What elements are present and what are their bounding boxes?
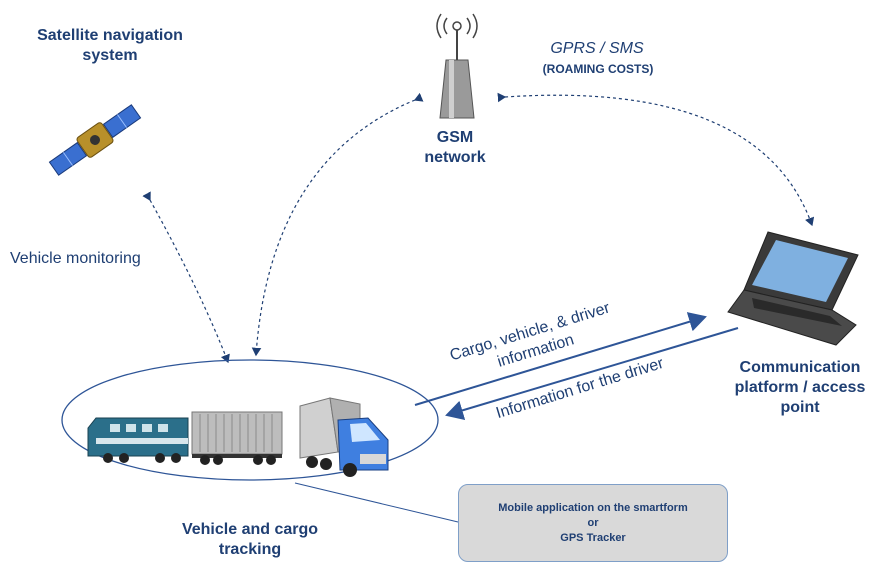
- laptop-icon: [727, 231, 859, 346]
- platform-label-line1: Communication: [739, 359, 861, 376]
- satellite-icon: [48, 104, 142, 176]
- satellite-label-line1: Satellite navigation: [37, 27, 183, 44]
- antenna-icon: [436, 13, 478, 119]
- link-gsm-laptop: [497, 92, 815, 227]
- gsm-label-line2: network: [424, 149, 486, 166]
- platform-label: Communication platform / access point: [715, 358, 885, 418]
- callout-line3: GPS Tracker: [560, 531, 626, 544]
- tracking-label-line2: tracking: [218, 541, 282, 558]
- satellite-label: Satellite navigation system: [10, 26, 210, 66]
- link-gsm-vehicle: [251, 92, 424, 357]
- satellite-label-line2: system: [82, 47, 138, 64]
- link-satellite-vehicle: [142, 191, 230, 364]
- train-icon: [87, 417, 189, 463]
- callout-line2: or: [587, 516, 599, 529]
- device-callout: Mobile application on the smartform or G…: [458, 484, 728, 562]
- callout-pointer: [294, 482, 459, 523]
- tracking-label: Vehicle and cargo tracking: [140, 520, 360, 560]
- platform-label-line3: point: [780, 399, 820, 416]
- platform-label-line2: platform / access: [734, 379, 866, 396]
- gsm-label: GSM network: [420, 128, 490, 168]
- arrow-to-driver: [445, 327, 739, 420]
- roaming-label: (ROAMING COSTS): [542, 62, 654, 76]
- vehicle-monitoring-label: Vehicle monitoring: [10, 250, 141, 267]
- arrow-to-platform: [414, 312, 707, 406]
- truck-icon: [299, 397, 389, 477]
- tracking-ellipse: [61, 359, 439, 481]
- callout-line1: Mobile application on the smartform: [498, 501, 688, 514]
- container-icon: [191, 411, 283, 465]
- gprs-label: GPRS / SMS: [550, 40, 644, 57]
- tracking-label-line1: Vehicle and cargo: [181, 521, 319, 538]
- gsm-label-line1: GSM: [436, 129, 474, 146]
